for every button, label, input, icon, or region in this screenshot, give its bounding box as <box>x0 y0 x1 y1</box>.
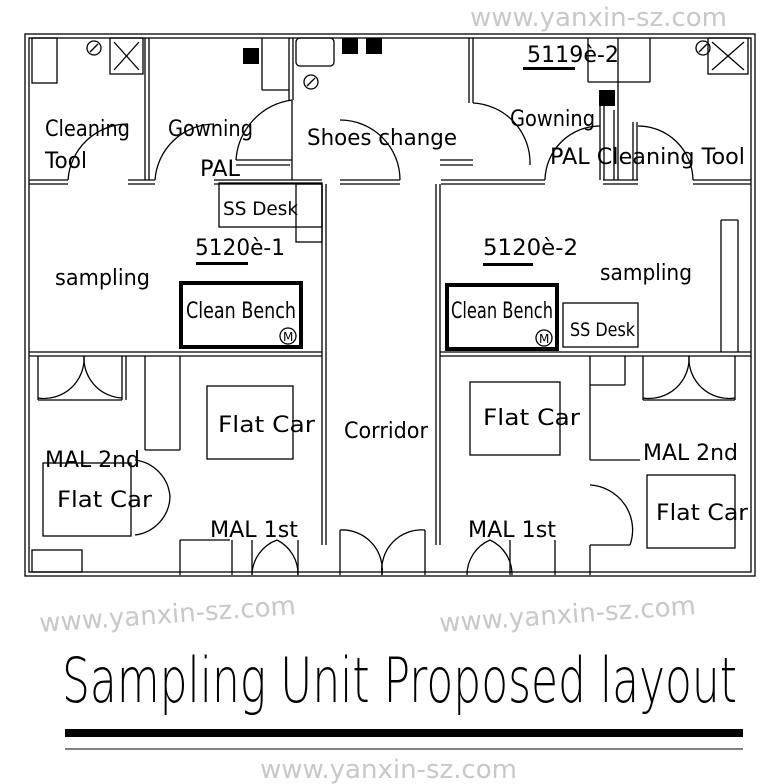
label-pal-cleaning-tool-right: PAL Cleaning Tool <box>550 145 745 170</box>
label-mal1-right: MAL 1st <box>468 518 556 543</box>
label-sampling-right: sampling <box>600 261 692 286</box>
drawing-title: Sampling Unit Proposed layout <box>62 644 737 717</box>
flat-car-right-b <box>646 474 736 549</box>
label-flat-car-left-a: Flat Car <box>218 413 316 438</box>
label-flat-car-left-b: Flat Car <box>57 488 153 513</box>
clean-bench-right <box>445 283 559 351</box>
label-room-code-top-right: 5119è-2 <box>527 43 619 68</box>
flat-car-left-a <box>206 385 294 460</box>
label-mal2-left: MAL 2nd <box>45 448 140 473</box>
label-clean-bench-right: Clean Bench <box>451 299 553 324</box>
label-cleaning-tool-left-2: Tool <box>44 149 87 174</box>
ss-desk-right <box>562 302 639 348</box>
label-shoes-change: Shoes change <box>307 126 457 151</box>
room-labels: Cleaning Tool Gowning PAL Shoes change S… <box>44 43 749 543</box>
label-ss-desk-left: SS Desk <box>223 198 298 220</box>
label-sampling-left: sampling <box>55 266 150 291</box>
label-corridor: Corridor <box>344 419 429 444</box>
motor-label: M <box>539 332 549 346</box>
watermark: www.yanxin-sz.com <box>438 591 696 639</box>
furniture <box>42 67 736 549</box>
label-room-code-left: 5120è-1 <box>195 236 285 261</box>
motor-label: M <box>283 330 293 344</box>
label-room-code-right: 5120è-2 <box>483 236 578 261</box>
label-gowning-left: Gowning <box>168 117 253 142</box>
flat-car-left-b <box>42 462 132 537</box>
watermark: www.yanxin-sz.com <box>470 3 727 33</box>
label-pal-left: PAL <box>200 157 241 182</box>
label-flat-car-right-a: Flat Car <box>483 406 581 431</box>
flat-car-right-a <box>469 381 561 456</box>
ss-desk-left <box>218 182 323 228</box>
label-mal1-left: MAL 1st <box>210 518 298 543</box>
watermark: www.yanxin-sz.com <box>38 591 296 639</box>
motor-icon <box>535 329 553 347</box>
label-gowning-right: Gowning <box>510 107 595 132</box>
motor-icon <box>279 327 297 345</box>
title-underline-thick <box>65 729 743 737</box>
label-clean-bench-left: Clean Bench <box>186 299 296 324</box>
label-mal2-right: MAL 2nd <box>643 441 738 466</box>
label-ss-desk-right: SS Desk <box>570 319 635 341</box>
walls <box>24 33 756 577</box>
label-cleaning-tool-left: Cleaning <box>45 117 130 142</box>
clean-bench-left <box>179 281 303 349</box>
watermark: www.yanxin-sz.com <box>260 755 517 784</box>
label-flat-car-right-b: Flat Car <box>656 501 749 526</box>
